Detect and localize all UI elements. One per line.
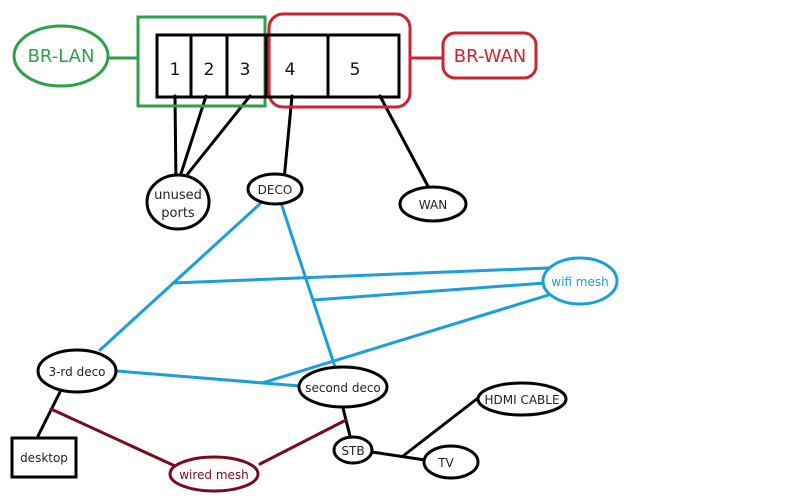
switch-body	[155, 33, 401, 99]
br-wan-label: BR-WAN	[454, 46, 526, 67]
switch-ports: 1 2 3 4 5	[155, 33, 401, 99]
second-deco-ellipse	[297, 365, 389, 409]
wan-ellipse	[398, 185, 468, 223]
br-wan-bubble[interactable]	[441, 31, 538, 80]
node-desktop[interactable]: desktop	[10, 436, 78, 479]
line-wifi-deco-seconddeco	[279, 201, 338, 372]
br-wan-frame	[267, 12, 412, 109]
br-lan-bubble[interactable]	[12, 24, 110, 88]
wifi-mesh-label: wifi mesh	[551, 275, 608, 289]
stb-label: STB	[341, 444, 364, 458]
wired-mesh-label: wired mesh	[179, 468, 249, 482]
br-lan-label: BR-LAN	[28, 46, 95, 67]
wifi-mesh-ellipse	[541, 256, 619, 306]
tv-ellipse	[422, 444, 480, 480]
node-wired-mesh[interactable]: wired mesh	[168, 455, 260, 493]
wifi-mesh-connections	[98, 200, 557, 388]
line-port3-unused	[176, 94, 252, 188]
line-stb-hdmi	[401, 396, 480, 458]
node-unused-ports[interactable]: unused ports	[145, 173, 211, 231]
wan-label: WAN	[419, 198, 447, 212]
wired-mesh-ellipse	[168, 455, 260, 493]
node-second-deco[interactable]: second deco	[297, 365, 389, 409]
node-stb[interactable]: STB	[332, 435, 374, 465]
port-5[interactable]: 5	[350, 60, 361, 80]
node-hdmi-cable[interactable]: HDMI CABLE	[476, 381, 568, 417]
tv-label: TV	[437, 456, 454, 470]
br-lan-group: BR-LAN	[12, 15, 267, 108]
desktop-box	[10, 436, 78, 479]
line-wifi-mesh-c	[260, 291, 557, 385]
wired-connections	[35, 94, 480, 462]
node-wifi-mesh[interactable]: wifi mesh	[541, 256, 619, 306]
line-3rddeco-desktop	[35, 386, 64, 440]
line-port5-wan	[378, 94, 432, 192]
line-port1-unused	[173, 94, 178, 188]
node-deco[interactable]: DECO	[246, 172, 304, 206]
line-wifi-mesh-a	[171, 266, 550, 285]
desktop-label: desktop	[20, 451, 68, 465]
hdmi-cable-label: HDMI CABLE	[484, 393, 559, 407]
unused-ports-ellipse	[145, 173, 211, 231]
third-deco-ellipse	[36, 348, 118, 394]
stb-ellipse	[332, 435, 374, 465]
port-3[interactable]: 3	[240, 60, 251, 80]
line-wired-3rddeco	[49, 407, 177, 468]
unused-ports-label-line1: unused	[154, 188, 202, 203]
line-wired-seconddeco	[258, 418, 348, 466]
line-wifi-3rddeco-seconddeco	[115, 369, 302, 388]
line-port4-deco	[282, 94, 294, 182]
br-wan-group: BR-WAN	[267, 12, 538, 109]
third-deco-label: 3-rd deco	[48, 365, 105, 379]
deco-ellipse	[246, 172, 304, 206]
port-4[interactable]: 4	[285, 60, 296, 80]
second-deco-label: second deco	[305, 381, 381, 395]
line-port2-unused	[175, 94, 208, 188]
line-seconddeco-stb	[341, 406, 353, 442]
hdmi-cable-ellipse	[476, 381, 568, 417]
node-third-deco[interactable]: 3-rd deco	[36, 348, 118, 394]
port-2[interactable]: 2	[204, 60, 215, 80]
deco-label: DECO	[258, 183, 293, 197]
line-wifi-mesh-b	[311, 281, 547, 302]
line-stb-tv	[370, 450, 427, 462]
node-tv[interactable]: TV	[422, 444, 480, 480]
unused-ports-label-line2: ports	[161, 206, 195, 221]
port-1[interactable]: 1	[170, 60, 181, 80]
node-wan[interactable]: WAN	[398, 185, 468, 223]
wired-mesh-connections	[49, 407, 348, 468]
line-wifi-deco-3rddeco	[98, 200, 264, 352]
